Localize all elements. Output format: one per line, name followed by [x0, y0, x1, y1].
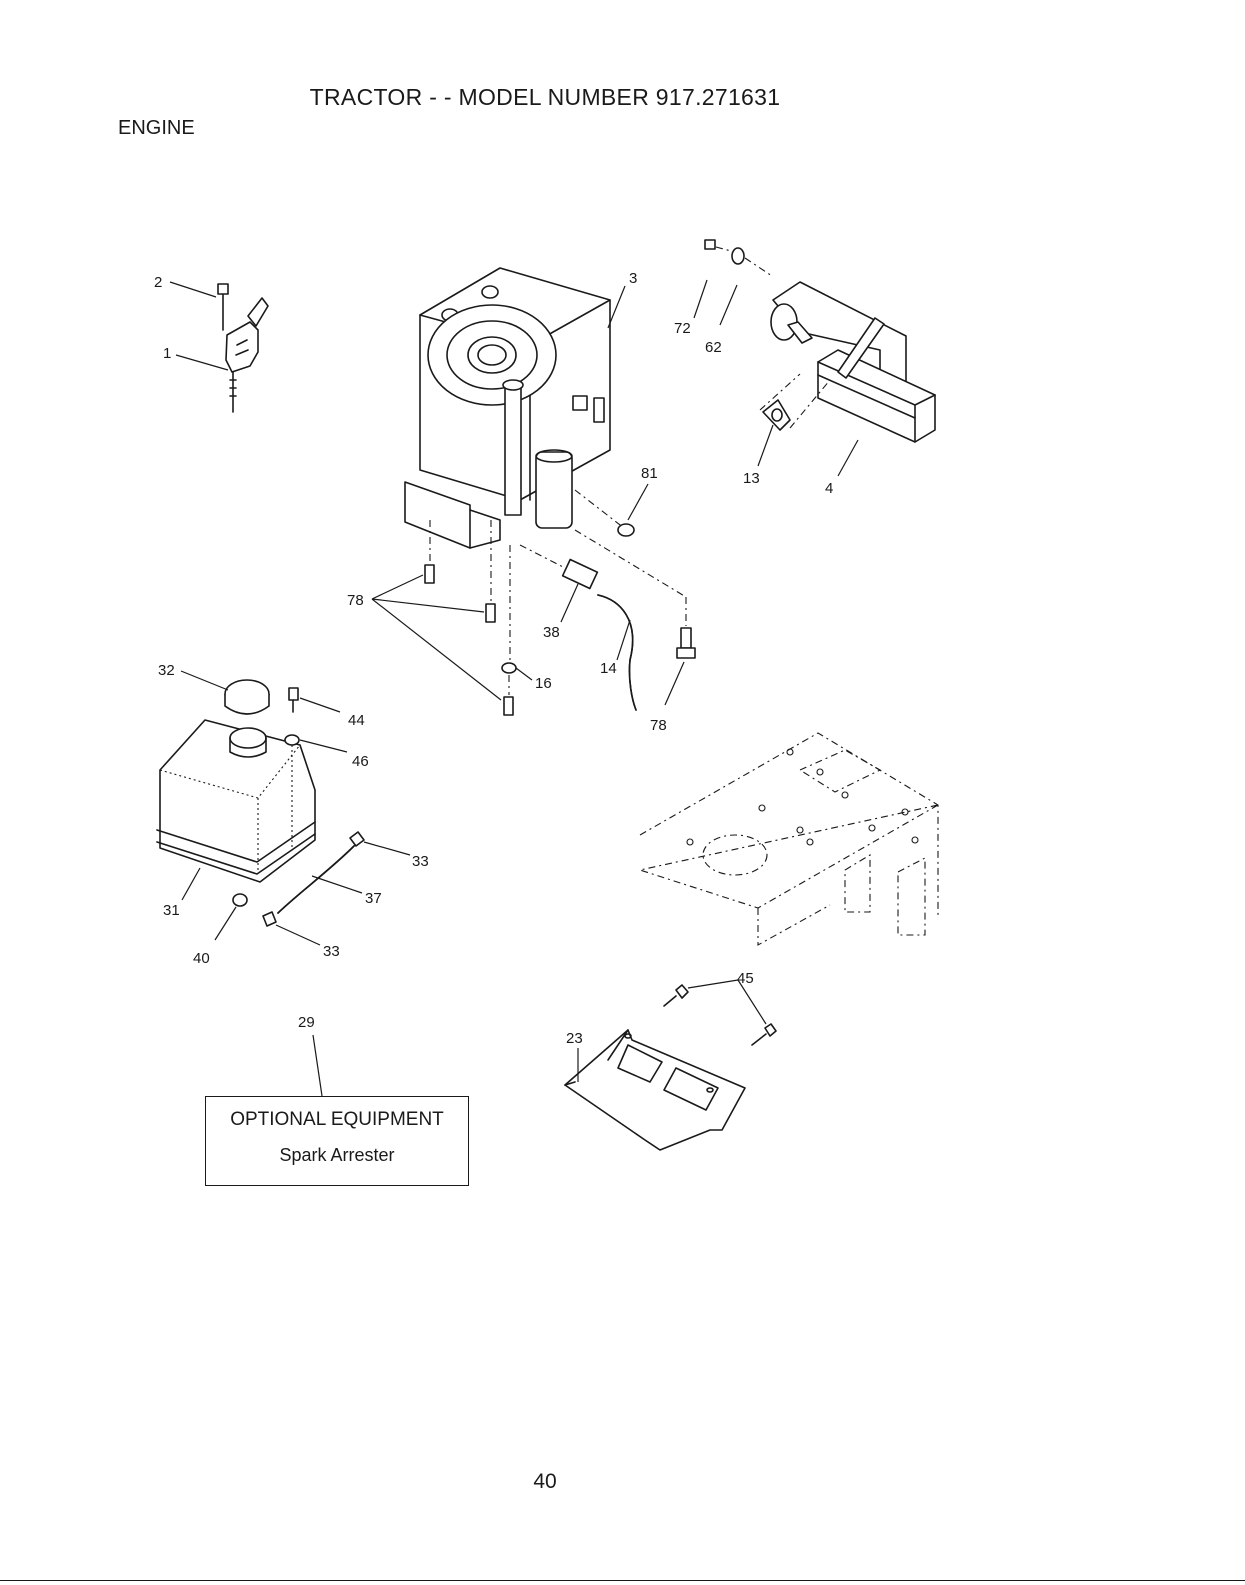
callout-3: 3: [629, 270, 637, 287]
callout-62: 62: [705, 339, 722, 356]
leader-38: [561, 584, 578, 622]
callout-13: 13: [743, 470, 760, 487]
leader-44: [300, 698, 340, 712]
callout-81: 81: [641, 465, 658, 482]
leader-81: [628, 484, 648, 520]
leader-16: [516, 668, 532, 680]
muffler-part: [705, 240, 935, 442]
callout-37: 37: [365, 890, 382, 907]
bottom-divider: [0, 1580, 1245, 1581]
callout-29: 29: [298, 1014, 315, 1031]
leader-1: [176, 355, 228, 370]
page-number: 40: [0, 1470, 1090, 1494]
callout-38: 38: [543, 624, 560, 641]
leader-46: [300, 740, 347, 752]
engine-part: [405, 268, 610, 548]
callout-45: 45: [737, 970, 754, 987]
leader-33a: [364, 842, 410, 855]
callout-14: 14: [600, 660, 617, 677]
tractor-frame-outline: [640, 733, 938, 945]
callout-4: 4: [825, 480, 833, 497]
callout-72: 72: [674, 320, 691, 337]
callout-32: 32: [158, 662, 175, 679]
callout-16: 16: [535, 675, 552, 692]
callout-33-lower: 33: [323, 943, 340, 960]
callout-23: 23: [566, 1030, 583, 1047]
leader-13: [758, 425, 773, 466]
engine-bolts-part: [425, 520, 695, 715]
leader-4: [838, 440, 858, 476]
leader-72: [694, 280, 707, 318]
leader-29: [313, 1035, 322, 1096]
callout-2: 2: [154, 274, 162, 291]
callout-44: 44: [348, 712, 365, 729]
leader-14: [617, 620, 630, 660]
leader-78a: [372, 575, 501, 700]
callout-78-left: 78: [347, 592, 364, 609]
callout-33-upper: 33: [412, 853, 429, 870]
optional-equipment-box: OPTIONAL EQUIPMENT Spark Arrester: [205, 1096, 469, 1186]
leader-78b: [665, 662, 684, 705]
leader-37: [312, 876, 362, 893]
callout-40: 40: [193, 950, 210, 967]
leader-45: [688, 980, 766, 1024]
leader-40: [215, 907, 236, 940]
shield-bracket-part: [565, 985, 776, 1150]
leader-33b: [276, 925, 320, 945]
optional-equipment-heading: OPTIONAL EQUIPMENT: [206, 1109, 468, 1131]
leader-62: [720, 285, 737, 325]
callout-1: 1: [163, 345, 171, 362]
throttle-control-part: [218, 284, 268, 412]
callout-78-right: 78: [650, 717, 667, 734]
leader-31: [182, 868, 200, 900]
leader-32: [181, 671, 228, 690]
callout-31: 31: [163, 902, 180, 919]
callout-46: 46: [352, 753, 369, 770]
optional-equipment-item: Spark Arrester: [206, 1145, 468, 1166]
leader-2: [170, 282, 216, 297]
